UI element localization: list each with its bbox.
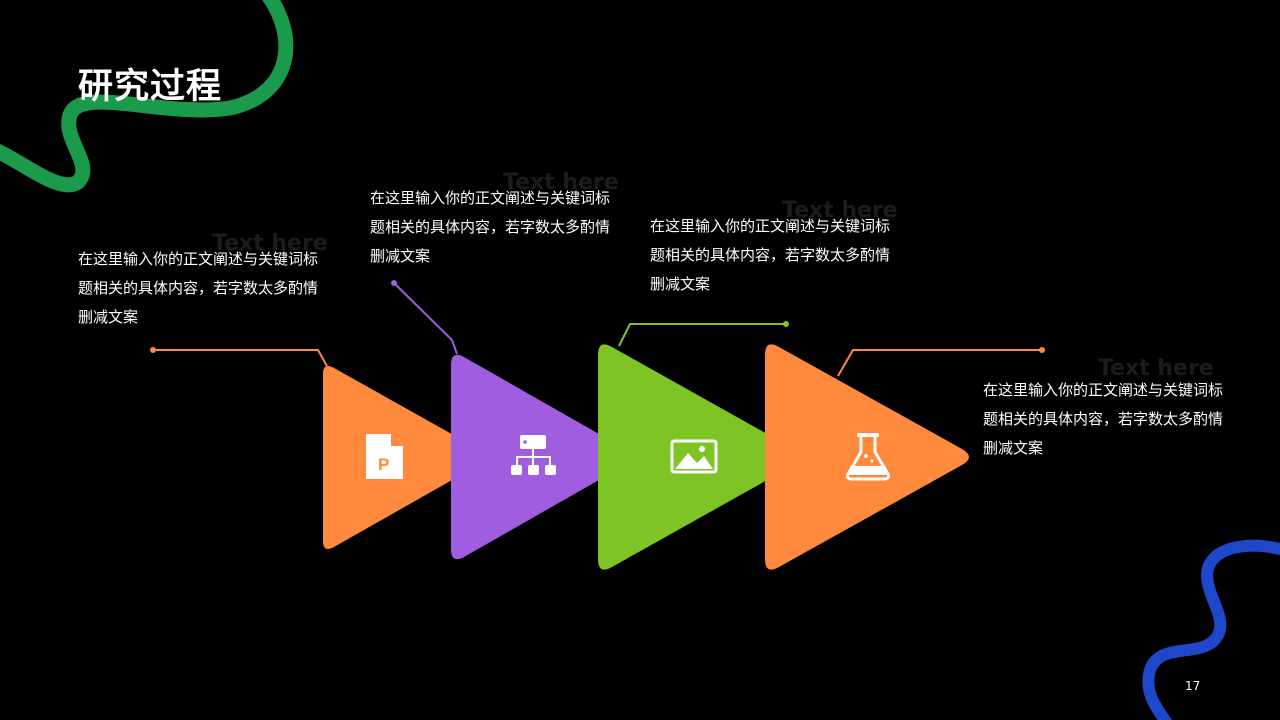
page-number: 17 — [1185, 679, 1201, 693]
document-p-icon: P — [366, 434, 403, 479]
leader-line-3 — [618, 321, 789, 347]
step-4-text: 在这里输入你的正文阐述与关键词标题相关的具体内容，若字数太多酌情删减文案 — [983, 381, 1224, 457]
hierarchy-icon — [511, 435, 556, 475]
leader-line-1 — [150, 347, 328, 367]
slide-title: 研究过程 — [78, 67, 223, 107]
image-icon — [670, 439, 718, 474]
step-3-triangle — [598, 344, 801, 570]
step-3-heading: Text here — [782, 198, 898, 223]
step-1-heading: Text here — [212, 231, 328, 256]
green-brush-stroke — [0, 0, 294, 193]
leader-line-2 — [391, 280, 458, 355]
step-1-text: 在这里输入你的正文阐述与关键词标题相关的具体内容，若字数太多酌情删减文案 — [78, 250, 319, 326]
step-2-heading: Text here — [503, 170, 619, 195]
svg-text:P: P — [378, 455, 389, 474]
step-4-heading: Text here — [1098, 356, 1214, 381]
step-3-text: 在这里输入你的正文阐述与关键词标题相关的具体内容，若字数太多酌情删减文案 — [650, 217, 891, 293]
step-2-text: 在这里输入你的正文阐述与关键词标题相关的具体内容，若字数太多酌情删减文案 — [370, 189, 611, 265]
blue-brush-stroke — [1142, 539, 1280, 720]
leader-line-4 — [837, 347, 1045, 377]
flask-icon — [846, 433, 890, 481]
step-1-triangle — [323, 366, 487, 549]
